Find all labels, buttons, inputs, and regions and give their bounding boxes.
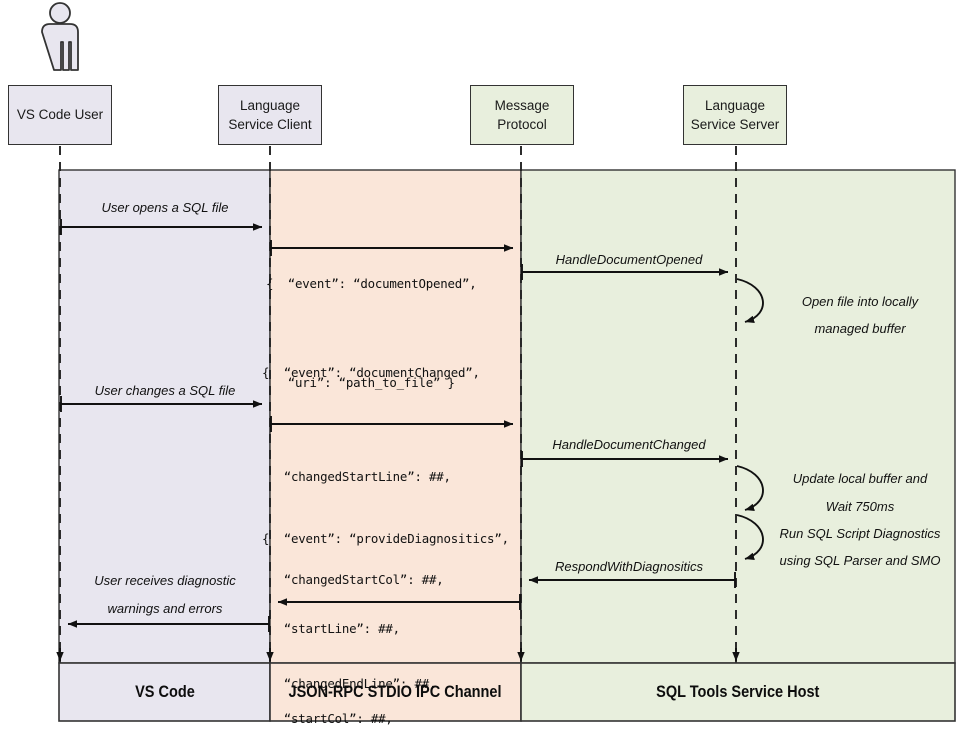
json-line: “startLine”: ##, [262,621,400,636]
participant-label: Message [494,97,550,113]
participant-language-service-server[interactable]: Language Service Server [683,85,787,145]
participant-label: Language [704,97,766,113]
participant-label: Protocol [497,117,547,132]
self-call-loops [736,278,764,561]
lifelines [59,146,737,676]
participant-vs-code-user[interactable]: VS Code User [8,85,112,145]
json-line: “uri”: “path_to_file” } [266,375,455,390]
message-label-user-changes-sql-file: User changes a SQL file [94,383,236,398]
self-call-label-run-diagnostics-line2: using SQL Parser and SMO [779,553,941,568]
message-label-respond-with-diagnostics: RespondWithDiagnositics [554,559,703,574]
json-line: { “event”: “documentChanged”, [262,365,480,380]
message-arrows [60,219,736,632]
footer-text: VS Code [134,682,195,701]
footer-label-vs-code: VS Code [59,663,270,721]
lifeline-terminators [56,648,740,662]
footer-bands [58,662,956,722]
message-label-user-opens-sql-file: User opens a SQL file [101,200,229,215]
participant-label: Language [239,97,301,113]
self-call-label-run-diagnostics-line1: Run SQL Script Diagnostics [779,526,941,541]
self-call-label-update-buffer-line1: Update local buffer and [792,471,928,486]
json-line: “changedStartLine”: ##, [262,468,451,484]
json-line: “changedEndLine”: ##, [262,675,437,691]
self-call-label-open-file-line2: managed buffer [814,321,906,336]
json-payload-document-changed: { “event”: “documentChanged”, “changedSt… [262,287,502,732]
footer-label-sql-tools-service-host: SQL Tools Service Host [521,663,955,721]
footer-text: JSON-RPC STDIO IPC Channel [289,682,502,701]
self-call-update-buffer-wait [736,465,764,512]
footer-ipc-cell [269,662,522,722]
self-call-run-sql-diagnostics [736,514,764,561]
lane-bands [58,169,956,664]
participant-message-protocol[interactable]: Message Protocol [470,85,574,145]
footer-vs-code-cell [58,662,271,722]
participant-label: Service Client [228,117,312,132]
message-label-handle-document-changed: HandleDocumentChanged [552,437,706,452]
participant-label: VS Code User [16,107,104,123]
json-line: “startCol”: ##, [262,711,393,726]
json-line: { “event”: “provideDiagnositics”, [262,531,509,546]
self-call-label-open-file-line1: Open file into locally [801,294,919,309]
message-label-handle-document-opened: HandleDocumentOpened [555,252,703,267]
footer-host-cell [520,662,956,722]
json-line: { “event”: “documentOpened”, [266,276,477,291]
json-payload-document-opened: { “event”: “documentOpened”, “uri”: “pat… [266,201,477,465]
self-call-open-file-into-buffer [736,278,764,324]
json-line: “changedStartCol”: ##, [262,572,444,587]
message-label-user-receives-diagnostics-line1: User receives diagnostic [94,573,236,588]
participant-label: Service Server [690,117,780,132]
footer-text: SQL Tools Service Host [656,682,820,701]
lane-ipc-band [269,169,522,664]
self-call-label-update-buffer-line2: Wait 750ms [825,499,895,514]
message-label-user-receives-diagnostics-line2: warnings and errors [107,601,223,616]
vs-code-user-actor-icon [41,2,79,71]
participant-language-service-client[interactable]: Language Service Client [218,85,322,145]
lane-host-band [520,169,956,664]
json-payload-provide-diagnostics: { “event”: “provideDiagnositics”, “start… [262,464,509,732]
lane-vs-code-band [58,169,271,664]
footer-label-ipc-channel: JSON-RPC STDIO IPC Channel [270,663,521,721]
